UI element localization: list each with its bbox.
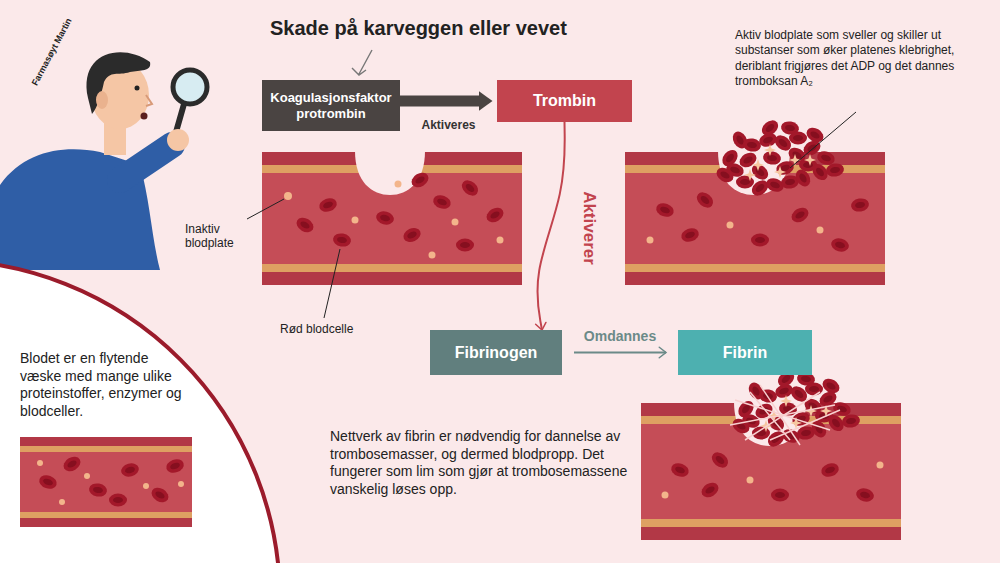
edge-label: Omdannes: [584, 328, 656, 344]
edge-label: Aktiverer: [579, 191, 599, 265]
info-note: Nettverk av fibrin er nødvendig for dann…: [330, 428, 630, 498]
flow-arrow: [400, 96, 479, 107]
process-box: Koagulasjonsfaktor protrombin: [262, 80, 400, 131]
vessel-section: [20, 437, 192, 527]
callout-note: Aktiv blodplate som sveller og skiller u…: [735, 28, 960, 89]
pointer-arrow: [352, 50, 372, 75]
process-box: Fibrinogen: [430, 330, 562, 375]
process-box: Fibrin: [678, 330, 812, 375]
box-label: Fibrin: [684, 343, 806, 362]
figure-name: Farmasøyt Martin: [30, 16, 75, 87]
box-label: Koagulasjonsfaktor protrombin: [268, 90, 394, 121]
box-label: Trombin: [503, 91, 626, 110]
edge-label: Aktiveres: [421, 118, 475, 132]
process-box: Trombin: [497, 80, 632, 122]
leader-line: [247, 199, 284, 219]
box-label: Fibrinogen: [436, 343, 556, 362]
info-note: Blodet er en flytende væske med mange ul…: [20, 350, 185, 420]
title: Skade på karveggen eller vevet: [270, 17, 567, 40]
vessel-section: [262, 151, 522, 285]
leader-line: [790, 112, 856, 168]
part-label: Inaktiv blodplate: [185, 222, 255, 251]
part-label: Rød blodcelle: [280, 322, 353, 336]
info-circle: [0, 260, 280, 563]
flow-arrow: [537, 122, 564, 330]
leader-line: [324, 249, 340, 318]
flow-arrow: [574, 352, 666, 354]
pharmacist-figure: [0, 52, 207, 270]
